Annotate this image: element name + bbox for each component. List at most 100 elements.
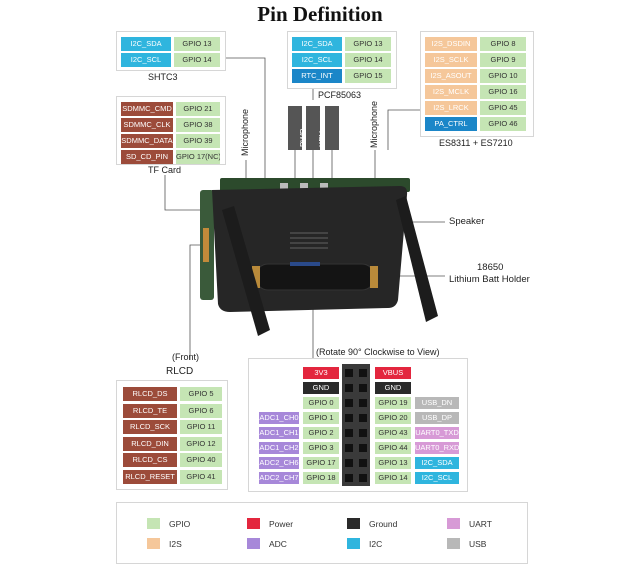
gpio-cell: GPIO 13 [174,37,220,51]
gpio-cell: GPIO 5 [180,387,222,401]
legend-label: Power [269,519,294,529]
signal-cell: I2S_DSDIN [425,37,477,51]
stand-right [396,196,438,322]
signal-cell: RLCD_DIN [123,436,177,451]
header-pin [359,369,367,377]
key-button-tag: KEY [318,106,339,150]
header-function-cell: ADC2_CH6 [259,457,299,469]
header-pin [345,414,353,422]
header-pin [345,369,353,377]
header-pin [359,399,367,407]
header-pin [359,384,367,392]
gpio-cell: GPIO 45 [480,101,526,115]
rlcd-front-label: (Front) [172,352,199,362]
header-pin-cell: GPIO 18 [303,472,339,484]
legend-label: GPIO [169,519,191,529]
signal-cell: SDMMC_CLK [121,118,173,132]
header-pin [359,459,367,467]
signal-cell: RLCD_DS [123,387,177,401]
signal-cell: SD_CD_PIN [121,150,173,164]
header-pin-cell: GPIO 13 [375,457,411,469]
gpio-cell: GPIO 14 [345,53,391,67]
legend-swatch [247,538,260,549]
header-pin-cell: GND [303,382,339,394]
boot-button-tag: BOOT [281,106,302,150]
header-pin-cell: 3V3 [303,367,339,379]
gpio-cell: GPIO 17(NC) [176,150,220,164]
signal-cell: I2S_SCLK [425,53,477,67]
header-pin [359,414,367,422]
signal-cell: I2C_SCL [292,53,342,67]
gpio-cell: GPIO 38 [176,118,220,132]
es8311-label: ES8311 + ES7210 [439,138,513,148]
legend-swatch [247,518,260,529]
line-es [387,109,420,150]
signal-cell: I2S_ASOUT [425,69,477,83]
rlcd-label: RLCD [166,366,194,377]
header-pin-cell: GPIO 0 [303,397,339,409]
gpio-cell: GPIO 11 [180,420,222,434]
header-pin [359,444,367,452]
signal-cell: SDMMC_DATA [121,134,173,148]
legend-swatch [347,538,360,549]
header-pin-cell: GPIO 14 [375,472,411,484]
gpio-cell: GPIO 41 [180,469,222,484]
header-pin-cell: GPIO 43 [375,427,411,439]
header-pin-cell: VBUS [375,367,411,379]
gpio-cell: GPIO 15 [345,69,391,83]
battery-label-1: 18650 [477,262,504,273]
signal-cell: I2C_SDA [121,37,171,51]
line-tf [164,175,205,211]
line-shtc3 [223,57,266,190]
header-pin [345,474,353,482]
stand-left [222,206,270,336]
signal-cell: RLCD_CS [123,453,177,467]
header-pin-cell: GPIO 17 [303,457,339,469]
header-pin [345,384,353,392]
signal-cell: RLCD_TE [123,403,177,418]
signal-cell: RLCD_SCK [123,420,177,434]
gpio-cell: GPIO 6 [180,403,222,418]
signal-cell: I2C_SDA [292,37,342,51]
battery-label-2: Lithium Batt Holder [449,274,530,285]
header-pin-cell: GND [375,382,411,394]
gpio-cell: GPIO 8 [480,37,526,51]
signal-cell: PA_CTRL [425,117,477,131]
header-function-cell: ADC1_CH0 [259,412,299,424]
tfcard-label: TF Card [148,165,182,175]
header-pin [359,474,367,482]
shtc3-label: SHTC3 [148,72,178,82]
header-function-cell: UART0_RXD [415,442,459,454]
header-function-cell: I2C_SCL [415,472,459,484]
header-function-cell: I2C_SDA [415,457,459,469]
gpio-cell: GPIO 13 [345,37,391,51]
legend-swatch [147,538,160,549]
signal-cell: I2C_SCL [121,53,171,67]
signal-cell: RTC_INT [292,69,342,83]
header-pin-cell: GPIO 19 [375,397,411,409]
speaker-label: Speaker [449,216,485,227]
gpio-cell: GPIO 46 [480,117,526,131]
pcf85063-label: PCF85063 [318,90,362,100]
page-title: Pin Definition [257,2,383,26]
gpio-cell: GPIO 39 [176,134,220,148]
